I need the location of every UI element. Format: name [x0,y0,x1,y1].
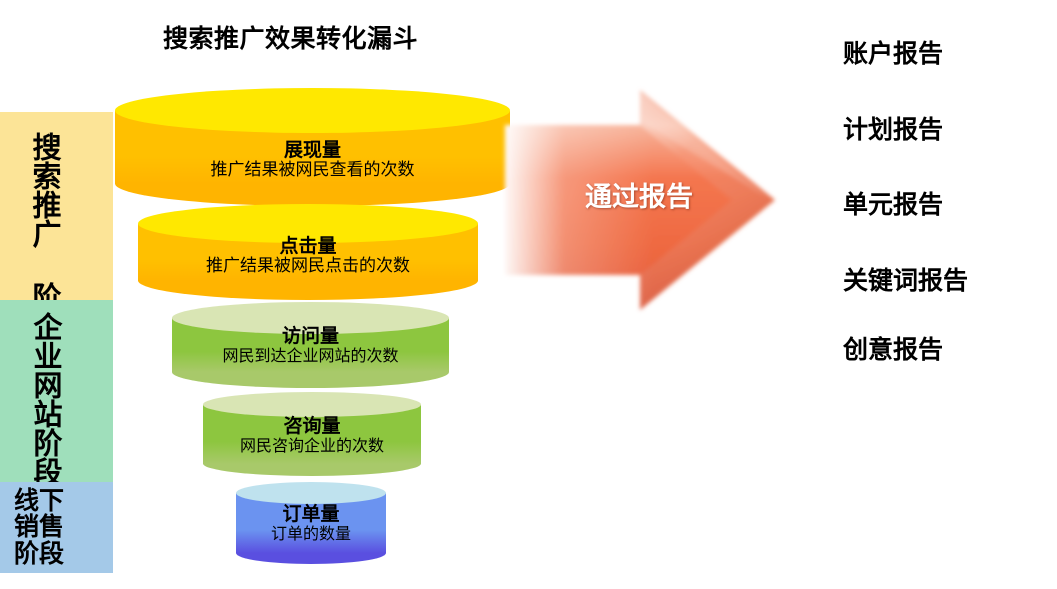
cylinder-top-ellipse [115,88,510,133]
stage-band-offline-sales: 线下销售阶段 [0,482,113,573]
funnel-stage-text: 订单量 订单的数量 [236,504,386,542]
funnel-stage-desc: 网民咨询企业的次数 [239,435,384,455]
funnel-stage-name: 展现量 [283,139,341,161]
right-arrow-icon [505,90,775,310]
cylinder-top-ellipse [203,392,421,417]
arrow-label: 通过报告 [585,182,693,213]
page-title: 搜索推广效果转化漏斗 [163,24,419,53]
cylinder-top-ellipse [236,482,386,504]
report-item-account[interactable]: 账户报告 [843,39,944,68]
funnel-stage-inquiries[interactable]: 咨询量 网民咨询企业的次数 [203,392,421,476]
funnel-stage-name: 咨询量 [283,415,341,437]
funnel-stage-name: 订单量 [282,503,340,525]
funnel-stage-desc: 推广结果被网民点击的次数 [206,255,410,276]
funnel-stage-impressions[interactable]: 展现量 推广结果被网民查看的次数 [115,88,510,206]
cylinder-top-ellipse [138,204,478,243]
report-item-adgroup[interactable]: 单元报告 [843,190,944,219]
funnel-stage-name: 点击量 [279,235,337,257]
funnel-stage-text: 访问量 网民到达企业网站的次数 [172,326,449,364]
stage-band-search-promotion: 搜索推广 阶段 [0,112,113,340]
stage-band-enterprise-site: 企业网站阶段 [0,300,113,486]
funnel-stage-orders[interactable]: 订单量 订单的数量 [236,482,386,564]
report-item-keyword[interactable]: 关键词报告 [843,266,969,295]
funnel-stage-name: 访问量 [281,325,339,347]
funnel-stage-text: 点击量 推广结果被网民点击的次数 [138,236,478,275]
funnel-stage-desc: 推广结果被网民查看的次数 [210,159,415,180]
report-item-campaign[interactable]: 计划报告 [843,115,944,144]
cylinder-top-ellipse [172,302,449,334]
stage-band-label-enterprise-site: 企业网站阶段 [29,312,63,486]
funnel-stage-text: 咨询量 网民咨询企业的次数 [203,416,421,454]
funnel-stage-desc: 网民到达企业网站的次数 [222,345,399,365]
funnel-stage-clicks[interactable]: 点击量 推广结果被网民点击的次数 [138,204,478,300]
through-report-arrow[interactable]: 通过报告 [500,85,790,315]
stage-band-label-offline-sales: 线下销售阶段 [14,486,65,568]
stage-band-label-search-promotion: 搜索推广 阶段 [28,132,62,340]
funnel-stage-desc: 订单的数量 [270,523,351,543]
funnel-stage-text: 展现量 推广结果被网民查看的次数 [115,140,510,179]
report-item-creative[interactable]: 创意报告 [843,335,944,364]
funnel-stage-visits[interactable]: 访问量 网民到达企业网站的次数 [172,302,449,388]
